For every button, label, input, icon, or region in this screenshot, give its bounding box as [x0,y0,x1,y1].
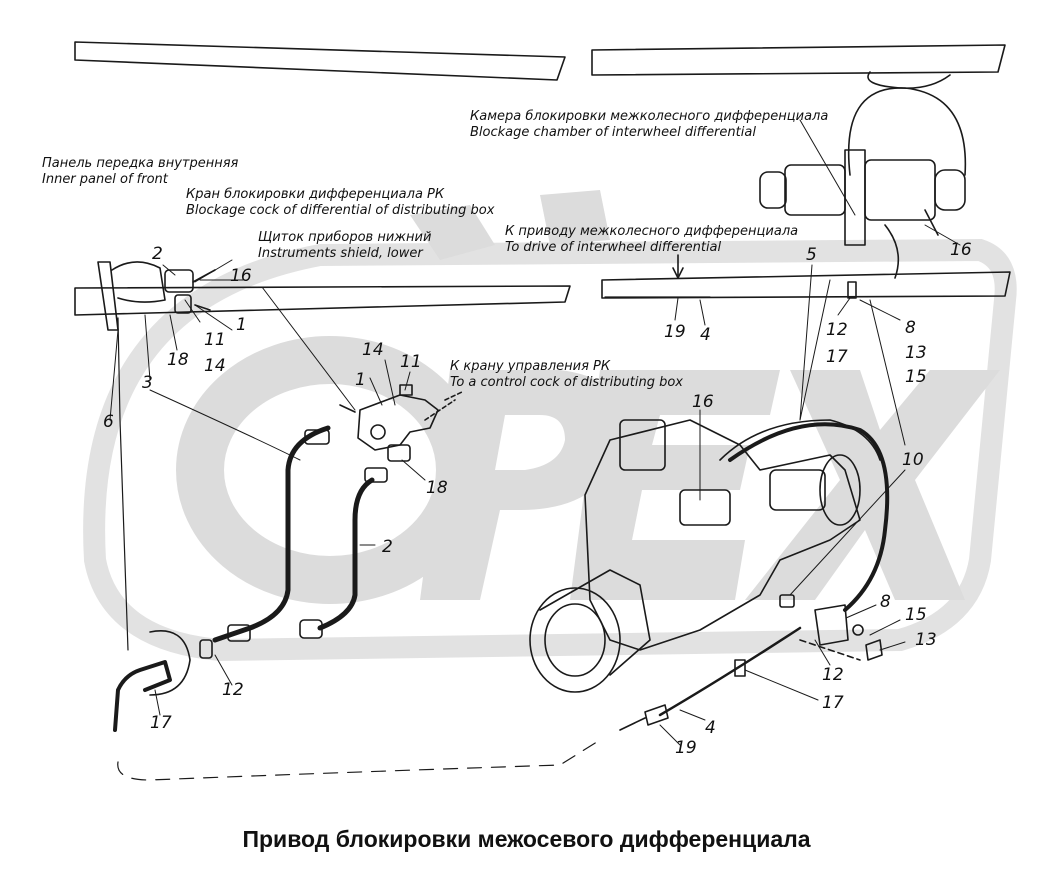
callout-number: 12 [222,680,244,700]
cab-panel-left [74,41,566,81]
cock-assembly-dash [164,269,216,314]
annotation-ru: Кран блокировки дифференциала РК [186,187,445,202]
annotation-ru: К крану управления РК [450,359,611,374]
callout-number: 17 [150,713,172,733]
callout-number: 17 [826,347,848,367]
transfer-case [529,419,881,693]
rear-frame-rail [601,271,1011,299]
callout-number: 12 [826,320,848,340]
callout-number: 11 [400,352,422,372]
annotation-en: Blockage cock of differential of distrib… [186,203,495,218]
annotation-ru: Панель передка внутренняя [42,156,239,171]
annotation-blockage-chamber: Камера блокировки межколесного дифференц… [470,109,828,141]
inner-panel [97,261,166,331]
chamber-hoop [847,87,967,176]
callout-number: 15 [905,367,927,387]
dashed-link-bottom [117,739,601,781]
annotation-ru: К приводу межколесного дифференциала [505,224,799,239]
cable-4 [658,626,802,717]
annotation-blockage-cock: Кран блокировки дифференциала РК Blockag… [186,187,494,219]
callout-number: 6 [103,412,114,432]
callout-number: 16 [950,240,972,260]
callout-number: 17 [822,693,844,713]
annotation-inner-panel: Панель передка внутренняя Inner panel of… [42,156,238,188]
pipe-2 [317,477,375,631]
fitting-12-top [847,281,857,299]
hose-16 [728,422,890,612]
callout-number: 19 [664,322,686,342]
callout-number: 16 [692,392,714,412]
callout-number: 2 [382,537,393,557]
callout-number: 2 [152,244,163,264]
pipe-fittings [199,429,388,659]
distributing-cock [339,384,463,462]
line-6 [117,317,129,651]
callout-number: 8 [905,318,916,338]
bracket-8 [779,594,883,661]
callout-number: 11 [204,330,226,350]
callout-number: 14 [204,356,226,376]
diagram-title: Привод блокировки межосевого дифференциа… [242,826,811,852]
callout-number: 19 [675,738,697,758]
annotation-en: Inner panel of front [42,172,168,187]
callout-number: 13 [905,343,927,363]
front-frame-rail [74,285,571,316]
fitting-17-left [113,660,172,732]
annotation-ru: Щиток приборов нижний [258,230,432,245]
callout-number: 18 [167,350,189,370]
annotation-en: Blockage chamber of interwheel different… [470,125,756,140]
callout-number: 13 [915,630,937,650]
callout-number: 14 [362,340,384,360]
annotation-interwheel-drive: К приводу межколесного дифференциала To … [505,224,798,256]
dashed-link-right [799,639,861,661]
callout-number: 12 [822,665,844,685]
callout-number: 1 [355,370,366,390]
fitting-19 [619,704,669,731]
annotation-instruments-shield: Щиток приборов нижний Instruments shield… [258,230,431,262]
callout-number: 4 [705,718,716,738]
callout-number: 18 [426,478,448,498]
annotation-en: Instruments shield, lower [258,246,423,261]
cab-panel-right [591,44,1006,76]
watermark-logo [83,190,1017,662]
arrow-to-differential [672,254,684,279]
leader-lines [109,119,961,746]
callout-number: 15 [905,605,927,625]
callout-number: 3 [142,373,153,393]
annotation-control-cock: К крану управления РК To a control cock … [450,359,683,391]
chamber-bracket [867,71,951,90]
callout-number: 16 [230,266,252,286]
annotation-ru: Камера блокировки межколесного дифференц… [470,109,829,124]
callout-number: 1 [236,315,247,335]
bulkhead-plate [149,630,191,696]
callout-number: 10 [902,450,924,470]
pipe-5 [799,279,831,421]
callout-number: 5 [806,245,817,265]
pipe-3 [212,425,331,643]
annotation-en: To a control cock of distributing box [450,375,683,390]
callout-number: 8 [880,592,891,612]
clip-17 [734,659,746,677]
annotation-en: To drive of interwheel differential [505,240,722,255]
callout-number: 4 [700,325,711,345]
